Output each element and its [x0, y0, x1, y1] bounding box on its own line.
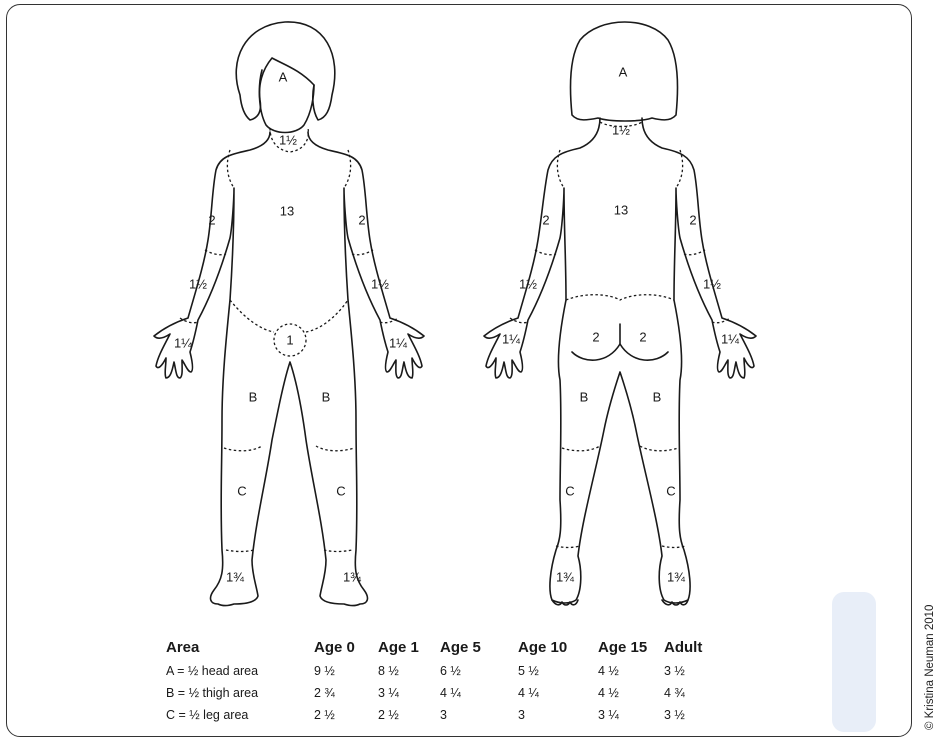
table-header-adult: Adult — [664, 634, 724, 660]
front-groin-dash — [230, 300, 348, 332]
back-ankle-left-dash — [556, 546, 580, 548]
back-buttock-right-label: 2 — [639, 329, 646, 344]
table-cell: 3 — [440, 704, 518, 726]
back-leg-right-label: C — [666, 483, 675, 498]
front-ankle-left-dash — [226, 550, 254, 552]
back-body-outline — [484, 118, 756, 603]
front-knee-right-dash — [316, 446, 354, 451]
back-hand-right-label: 1¼ — [721, 331, 739, 346]
table-cell: 2 ½ — [314, 704, 378, 726]
table-cell: 6 ½ — [440, 660, 518, 682]
front-forearm-right-label: 1½ — [371, 276, 389, 291]
table-cell: 2 ¾ — [314, 682, 378, 704]
back-thigh-left-label: B — [580, 389, 589, 404]
front-forearm-left-label: 1½ — [189, 276, 207, 291]
back-elbow-right-dash — [684, 250, 705, 255]
front-elbow-right-dash — [352, 250, 373, 255]
front-view: A 1½ 13 2 2 1½ 1½ 1¼ 1¼ 1 B B C C 1¾ 1¾ — [154, 22, 424, 606]
front-leg-right-label: C — [336, 483, 345, 498]
table-cell: 4 ¼ — [518, 682, 598, 704]
front-knee-left-dash — [224, 446, 262, 451]
back-neck-label: 1½ — [612, 122, 630, 137]
front-foot-left-label: 1¾ — [226, 569, 244, 584]
back-view: A 1½ 13 2 2 1½ 1½ 1¼ 1¼ 2 2 B B C C 1¾ 1… — [484, 22, 756, 605]
front-head-label: A — [279, 69, 288, 84]
front-trunk-label: 13 — [280, 203, 294, 218]
back-foot-left-label: 1¾ — [556, 569, 574, 584]
back-wrist-right-dash — [712, 318, 730, 323]
front-elbow-left-dash — [205, 250, 226, 255]
table-cell: 4 ¾ — [664, 682, 724, 704]
table-cell: 3 ¼ — [378, 682, 440, 704]
front-wrist-right-dash — [380, 318, 398, 323]
table-cell: 5 ½ — [518, 660, 598, 682]
table-cell: 4 ¼ — [440, 682, 518, 704]
front-neck-label: 1½ — [279, 132, 297, 147]
scrollbar-overlay[interactable] — [832, 592, 876, 732]
front-thigh-left-label: B — [249, 389, 258, 404]
front-ankle-right-dash — [324, 550, 352, 552]
back-buttock-left-label: 2 — [592, 329, 599, 344]
front-upper-arm-left-label: 2 — [208, 212, 215, 227]
back-hand-left-label: 1¼ — [502, 331, 520, 346]
front-foot-right-label: 1¾ — [343, 569, 361, 584]
copyright-notice: © Kristina Neuman 2010 — [924, 605, 936, 730]
back-shoulder-left-dash — [557, 150, 564, 188]
table-cell: 4 ½ — [598, 682, 664, 704]
back-forearm-left-label: 1½ — [519, 276, 537, 291]
back-forearm-right-label: 1½ — [703, 276, 721, 291]
front-hand-left-label: 1¼ — [174, 335, 192, 350]
table-cell: 3 ½ — [664, 704, 724, 726]
back-buttocks — [572, 344, 668, 360]
back-shoulder-right-dash — [676, 150, 683, 188]
table-cell: 8 ½ — [378, 660, 440, 682]
front-hand-right-label: 1¼ — [389, 335, 407, 350]
table-cell: 4 ½ — [598, 660, 664, 682]
back-trunk-label: 13 — [614, 202, 628, 217]
table-header-age-1: Age 1 — [378, 634, 440, 660]
table-row: A = ½ head area 9 ½ 8 ½ 6 ½ 5 ½ 4 ½ 3 ½ — [166, 660, 724, 682]
back-upper-arm-left-label: 2 — [542, 212, 549, 227]
table-cell: B = ½ thigh area — [166, 682, 314, 704]
table-cell: C = ½ leg area — [166, 704, 314, 726]
table-row: B = ½ thigh area 2 ¾ 3 ¼ 4 ¼ 4 ¼ 4 ½ 4 ¾ — [166, 682, 724, 704]
table-cell: 3 — [518, 704, 598, 726]
table-header-age-15: Age 15 — [598, 634, 664, 660]
table-header-area: Area — [166, 634, 314, 660]
back-foot-right-label: 1¾ — [667, 569, 685, 584]
table-cell: 2 ½ — [378, 704, 440, 726]
front-upper-arm-right-label: 2 — [358, 212, 365, 227]
table-header-age-0: Age 0 — [314, 634, 378, 660]
table-cell: 3 ¼ — [598, 704, 664, 726]
table-cell: 3 ½ — [664, 660, 724, 682]
front-genitalia-label: 1 — [286, 332, 293, 347]
table-header-age-5: Age 5 — [440, 634, 518, 660]
back-elbow-left-dash — [535, 250, 556, 255]
table-cell: A = ½ head area — [166, 660, 314, 682]
back-thigh-right-label: B — [653, 389, 662, 404]
back-knee-right-dash — [640, 446, 678, 451]
table-header-row: Area Age 0 Age 1 Age 5 Age 10 Age 15 Adu… — [166, 634, 724, 660]
back-head-label: A — [619, 64, 628, 79]
front-leg-left-label: C — [237, 483, 246, 498]
table-cell: 9 ½ — [314, 660, 378, 682]
back-ankle-right-dash — [662, 546, 686, 548]
back-leg-left-label: C — [565, 483, 574, 498]
table-row: C = ½ leg area 2 ½ 2 ½ 3 3 3 ¼ 3 ½ — [166, 704, 724, 726]
back-knee-left-dash — [562, 446, 600, 451]
table-header-age-10: Age 10 — [518, 634, 598, 660]
age-area-table: Area Age 0 Age 1 Age 5 Age 10 Age 15 Adu… — [166, 634, 724, 726]
back-upper-arm-right-label: 2 — [689, 212, 696, 227]
back-waist-dash — [566, 295, 674, 300]
front-thigh-right-label: B — [322, 389, 331, 404]
